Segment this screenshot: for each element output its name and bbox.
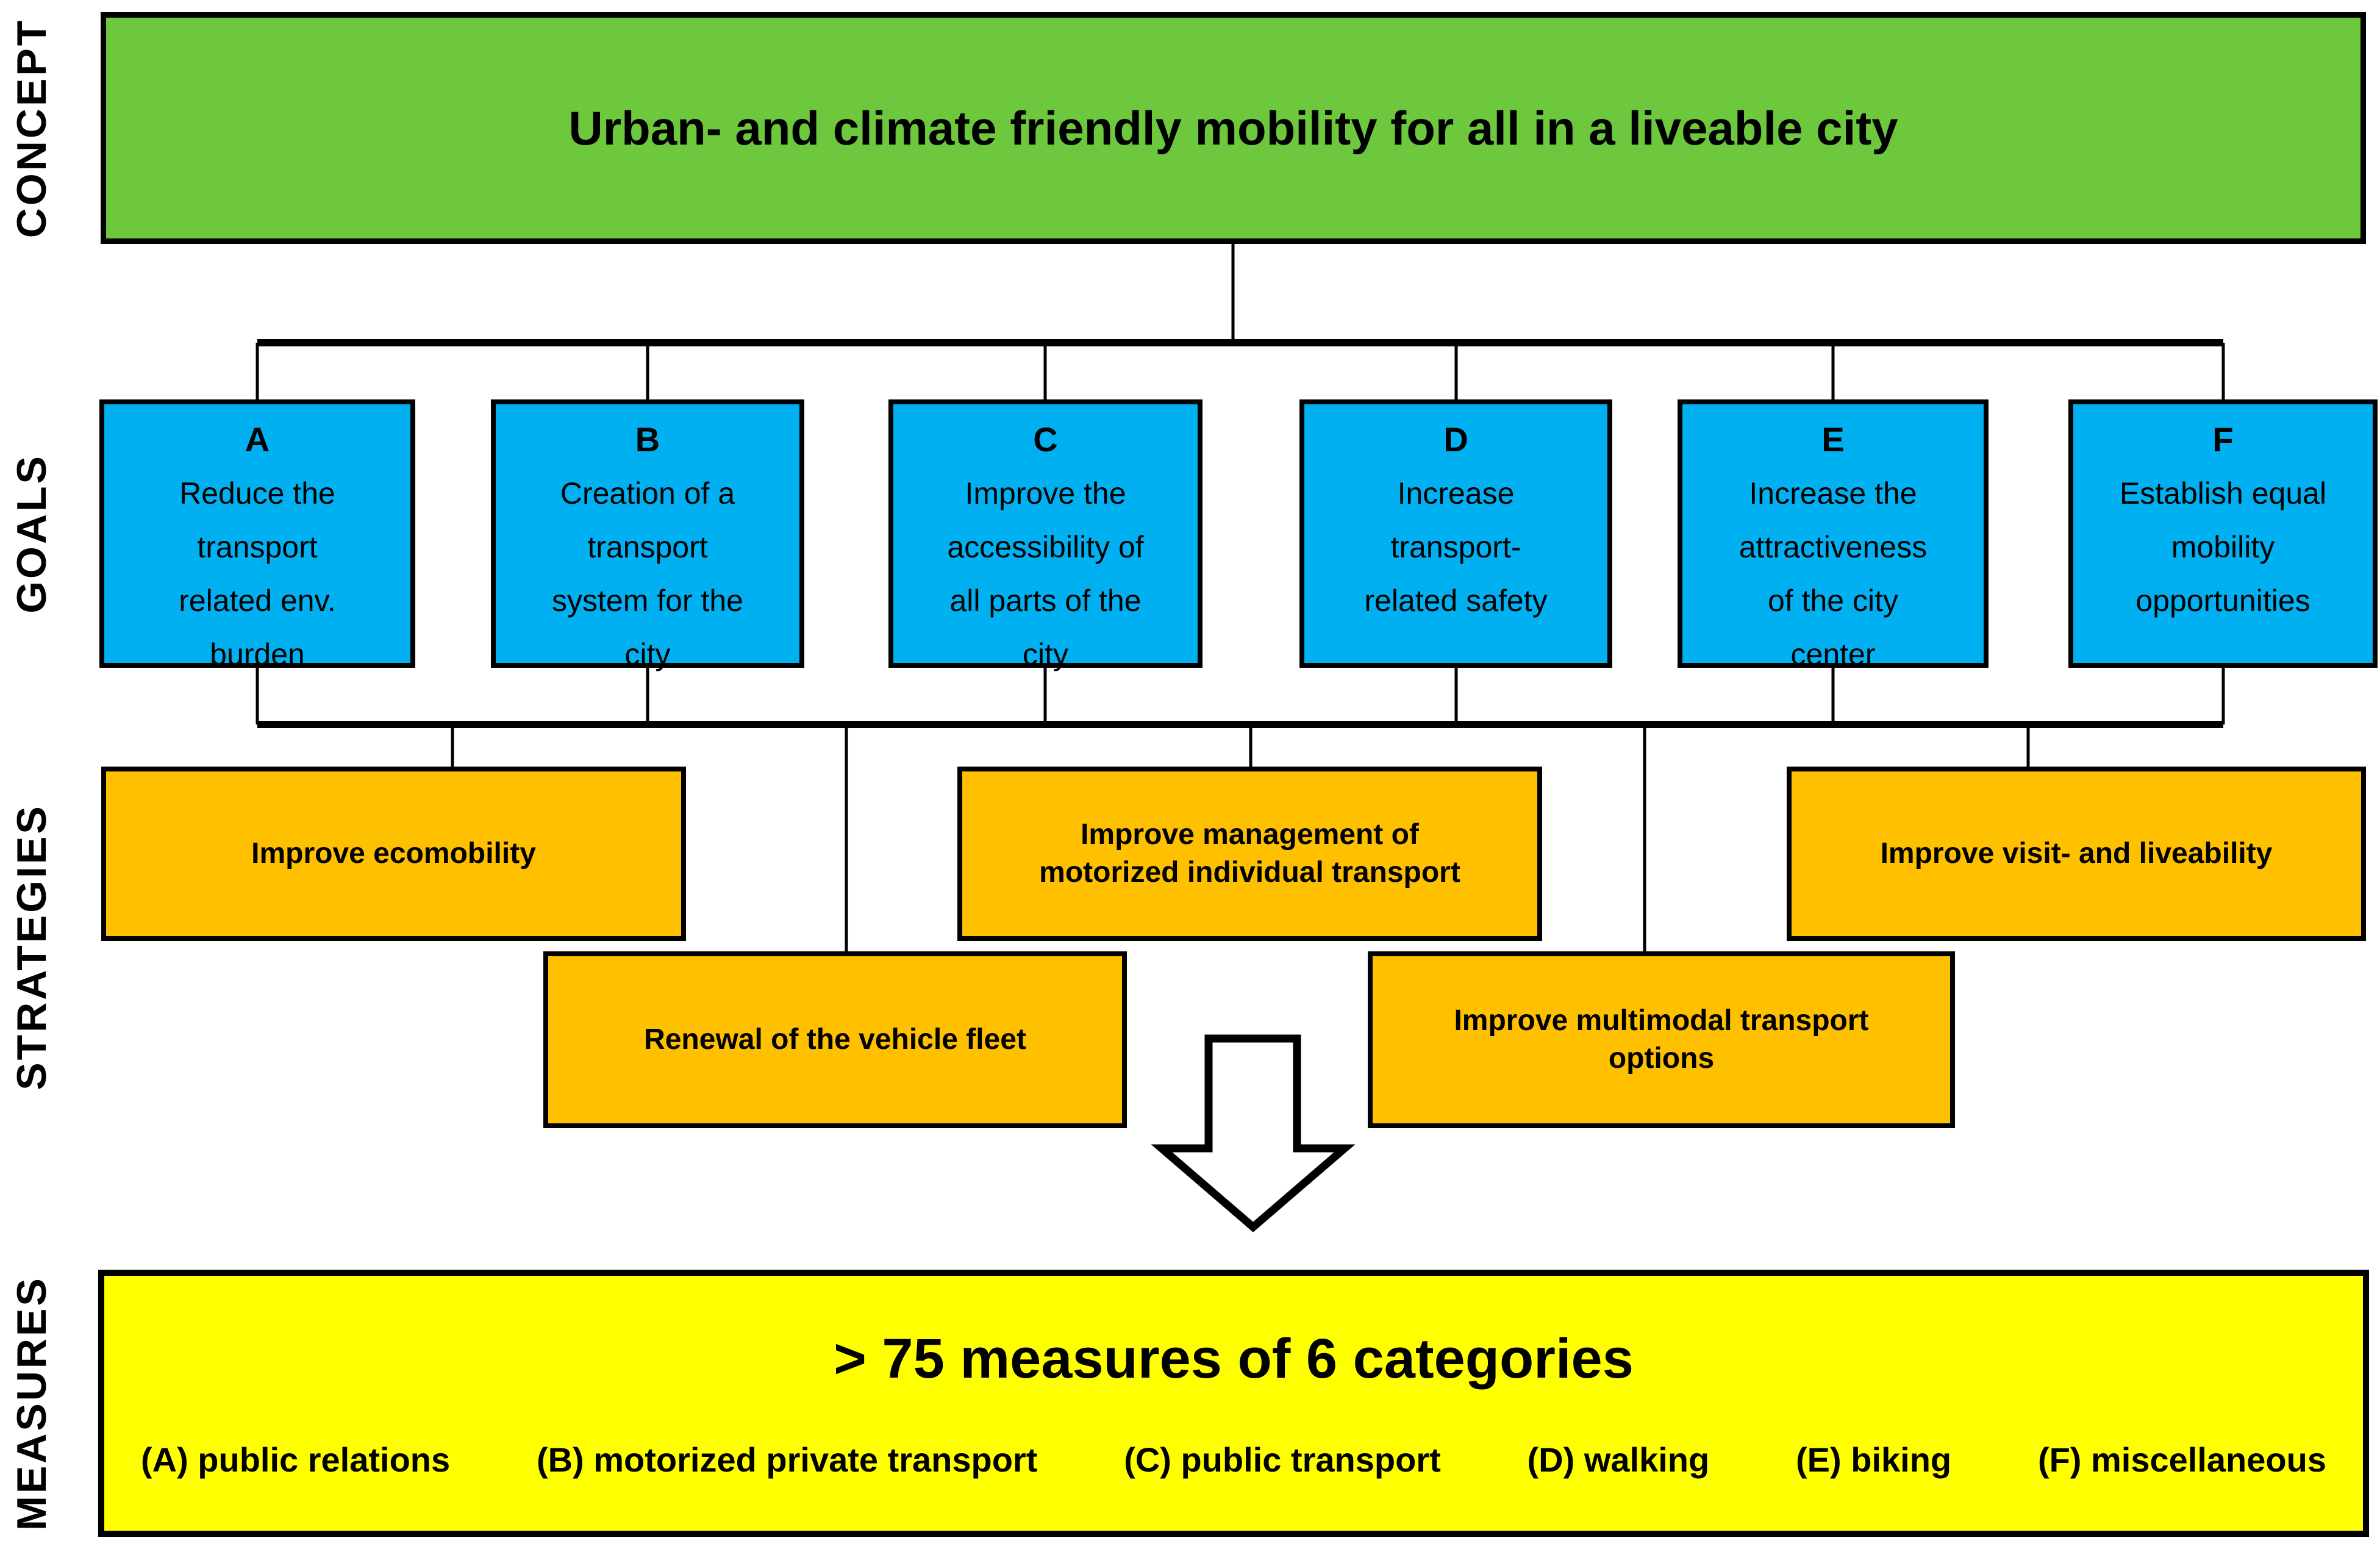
goal-text-line: city [624,637,671,671]
goal-letter: E [1821,420,1845,459]
down-arrow-icon [1151,1034,1356,1232]
strategy-box-mit-management: Improve management of motorized individu… [957,767,1542,941]
goal-text-line: opportunities [2135,584,2310,618]
strategy-text-line: motorized individual transport [1039,856,1460,889]
strategy-box-multimodal-options: Improve multimodal transport options [1368,951,1955,1128]
strategy-text-line: Improve visit- and liveability [1880,837,2273,870]
strategy-text-line: Improve management of [1081,818,1419,851]
goal-text-line: of the city [1768,584,1898,618]
measures-categories: (A) public relations (B) motorized priva… [104,1440,2363,1479]
goal-text-line: burden [210,637,305,671]
goal-text-line: mobility [2171,530,2275,564]
measures-title: > 75 measures of 6 categories [834,1328,1634,1390]
goal-box-f: F Establish equal mobility opportunities [2068,399,2378,668]
goal-text-line: city [1023,637,1068,671]
strategy-text-line: Improve multimodal transport [1454,1004,1869,1037]
measure-category-e: (E) biking [1796,1440,1952,1479]
goal-text-line: attractiveness [1739,530,1928,564]
goal-text-line: transport [587,530,708,564]
goal-box-e: E Increase the attractiveness of the cit… [1678,399,1989,671]
strategy-box-vehicle-fleet-renewal: Renewal of the vehicle fleet [543,951,1127,1128]
measure-category-b: (B) motorized private transport [536,1440,1038,1479]
strategy-box-ecomobility: Improve ecomobility [101,767,686,941]
measure-category-a: (A) public relations [141,1440,451,1479]
goal-letter: C [1033,420,1058,459]
goal-text-line: accessibility of [947,530,1144,564]
goal-text-line: Reduce the [179,476,335,510]
goal-box-c: C Improve the accessibility of all parts… [888,399,1203,671]
side-label-concept: CONCEPT [9,18,55,238]
concept-title: Urban- and climate friendly mobility for… [568,101,1898,155]
measure-category-f: (F) miscellaneous [2037,1440,2326,1479]
goal-text-line: Establish equal [2119,476,2327,510]
goal-letter: F [2212,420,2234,459]
measure-category-c: (C) public transport [1124,1440,1441,1479]
goal-letter: A [245,420,270,459]
strategy-text-line: Improve ecomobility [251,837,536,870]
goal-text-line: Increase [1397,476,1515,510]
goal-text-line: Creation of a [560,476,735,510]
concept-box: Urban- and climate friendly mobility for… [101,12,2366,244]
goal-text-line: related env. [179,584,336,618]
goal-text-line: transport [197,530,318,564]
measure-category-d: (D) walking [1527,1440,1710,1479]
goal-box-b: B Creation of a transport system for the… [491,399,804,671]
goal-text-line: related safety [1364,584,1548,618]
goal-text-line: system for the [552,584,743,618]
side-label-measures: MEASURES [9,1276,55,1531]
strategy-text-line: Renewal of the vehicle fleet [644,1023,1026,1056]
goal-text-line: center [1790,637,1876,671]
side-label-strategies: STRATEGIES [9,804,55,1090]
goal-letter: B [635,420,660,459]
concept-to-goals-connectors [256,244,2225,402]
measures-box: > 75 measures of 6 categories (A) public… [98,1270,2369,1537]
goal-text-line: all parts of the [949,584,1142,618]
goal-letter: D [1443,420,1468,459]
goal-box-d: D Increase transport- related safety [1299,399,1612,668]
goal-text-line: Improve the [965,476,1126,510]
strategy-box-visit-liveability: Improve visit- and liveability [1787,767,2366,941]
goals-to-strategies-connectors [256,665,2225,955]
side-label-goals: GOALS [9,454,55,614]
goal-text-line: transport- [1390,530,1521,564]
strategy-text-line: options [1608,1042,1715,1075]
goal-text-line: Increase the [1749,476,1917,510]
goal-box-a: A Reduce the transport related env. burd… [99,399,415,671]
